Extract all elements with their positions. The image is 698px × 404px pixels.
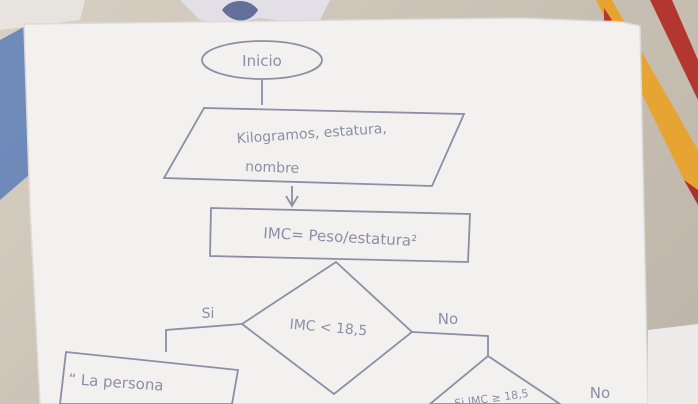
crumpled-paper-top — [180, 0, 330, 24]
branch-yes-label: Si — [202, 306, 215, 322]
start-terminator: Inicio — [201, 40, 323, 80]
input-label-line2: nombre — [245, 159, 300, 177]
branch-yes: Si — [165, 306, 243, 352]
connector-input-process — [285, 186, 299, 208]
branch-no2-label: No — [590, 384, 610, 402]
start-label: Inicio — [242, 52, 282, 70]
branch-no: No — [411, 310, 489, 356]
decision-label: IMC < 18,5 — [289, 317, 368, 340]
paper-card-right — [648, 324, 698, 404]
decision-diamond: IMC < 18,5 — [240, 260, 414, 396]
branch-no-label: No — [438, 310, 458, 328]
